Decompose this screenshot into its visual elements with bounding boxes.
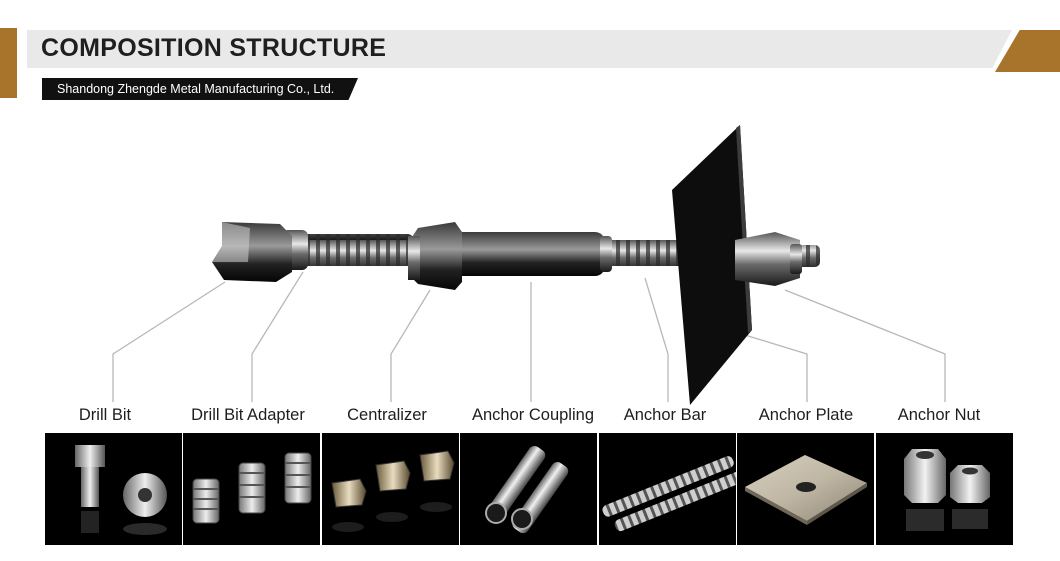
leader-anchor-nut [784,289,946,402]
anchor-bar-icon [602,456,736,532]
subtitle-bar: Shandong Zhengde Metal Manufacturing Co.… [42,78,358,100]
anchor-assembly-diagram [112,125,946,405]
anchor-nut-icon [904,449,990,531]
anchor-plate-panel [737,433,874,545]
drill-bit-icon [75,445,167,535]
leader-anchor-plate [744,334,808,402]
page-title: COMPOSITION STRUCTURE [41,34,387,62]
anchor-plate-icon [745,455,867,525]
coupling-body [445,232,605,276]
anchor-coupling-panel [460,433,597,545]
anchor-bar-panel [599,433,736,545]
drill-bit-adapter-panel [183,433,320,545]
anchor-coupling-icon [485,445,569,534]
label-drill-bit: Drill Bit [78,406,132,424]
bar-thread-left [300,234,415,266]
leader-drill-bit [112,281,226,402]
anchor-plate-shape [672,125,752,405]
drill-bit-adapter-icon [192,452,312,524]
centralizer-icon [331,450,455,532]
centralizer-panel [322,433,459,545]
anchor-nut-panel [876,433,1013,545]
company-name: Shandong Zhengde Metal Manufacturing Co.… [57,82,335,96]
label-anchor-coupling: Anchor Coupling [472,406,594,424]
leader-anchor-bar [644,277,669,402]
leader-lines [112,271,946,402]
leader-drill-bit-adapter [251,271,304,402]
label-anchor-nut: Anchor Nut [897,406,981,424]
anchor-nut-shape [735,232,800,286]
label-drill-bit-adapter: Drill Bit Adapter [191,406,305,424]
title-bar: COMPOSITION STRUCTURE [27,30,1012,68]
left-accent-block [0,28,17,98]
label-anchor-bar: Anchor Bar [623,406,707,424]
drill-bit-panel [45,433,182,545]
label-centralizer: Centralizer [347,406,427,424]
leader-centralizer [390,289,431,402]
centralizer-body [410,222,462,290]
bar-thread-right [600,240,685,266]
label-anchor-plate: Anchor Plate [758,406,854,424]
